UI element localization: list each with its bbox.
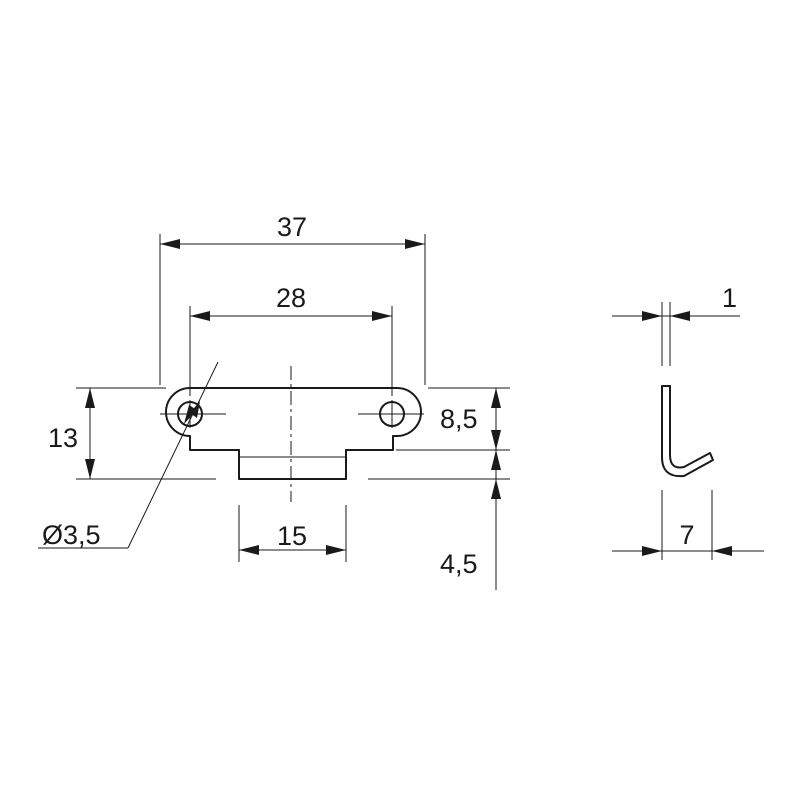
dimension-4-5: 4,5 (368, 450, 510, 590)
dimension-37: 37 (159, 212, 426, 385)
dim-label-height: 13 (48, 423, 78, 453)
dimension-15: 15 (238, 505, 347, 562)
dim-label-side-depth: 7 (679, 520, 694, 550)
dimension-7: 7 (612, 490, 764, 560)
dim-label-overall-length: 37 (277, 212, 307, 242)
dim-label-thickness: 1 (722, 283, 737, 313)
dim-label-flange-height: 8,5 (440, 404, 478, 434)
dim-label-hole-spacing: 28 (276, 283, 306, 313)
side-view (661, 385, 714, 478)
dim-label-tab-height: 4,5 (440, 549, 478, 579)
plate-outline (165, 387, 422, 480)
dimension-1: 1 (612, 283, 740, 366)
dim-label-hole-diameter: Ø3,5 (42, 520, 101, 550)
dimension-diameter: Ø3,5 (38, 361, 219, 550)
dim-label-tab-width: 15 (277, 521, 307, 551)
dimension-8-5: 8,5 (396, 387, 510, 451)
side-profile (661, 385, 714, 478)
dimension-13: 13 (48, 387, 216, 480)
dimension-28: 28 (189, 283, 393, 396)
front-view (160, 366, 424, 502)
